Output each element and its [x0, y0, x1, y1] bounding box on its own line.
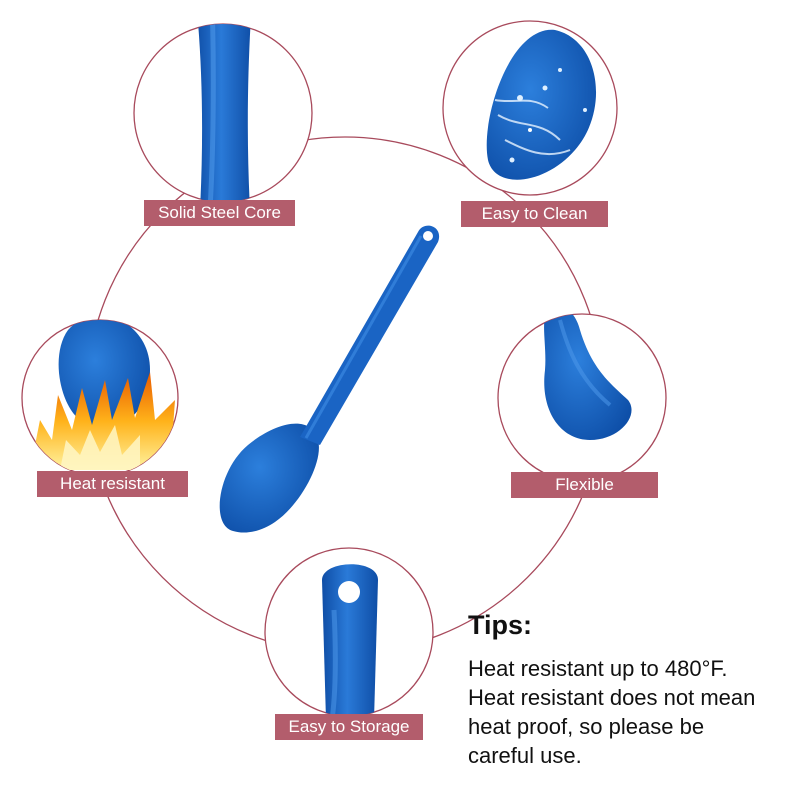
label-flexible: Flexible — [511, 472, 658, 498]
label-heat-resistant: Heat resistant — [37, 471, 188, 497]
spoon-handle-closeup-icon — [196, 24, 252, 202]
tips-line: careful use. — [468, 743, 582, 768]
center-spoon-illustration — [219, 225, 440, 533]
tips-title: Tips: — [468, 610, 533, 640]
label-easy-to-storage: Easy to Storage — [275, 714, 423, 740]
bent-spoon-head-icon — [544, 314, 632, 440]
feature-flexible — [497, 313, 667, 483]
handle-with-hanging-hole-icon — [322, 564, 378, 716]
label-solid-steel-core: Solid Steel Core — [144, 200, 295, 226]
feature-easy-to-clean — [442, 20, 618, 196]
feature-easy-to-storage — [264, 547, 434, 717]
tips-line: heat proof, so please be — [468, 714, 705, 739]
spoon-head-in-flames-icon — [30, 320, 175, 470]
tips-line: Heat resistant up to 480°F. — [468, 656, 728, 681]
tips-body: Heat resistant up to 480°F. Heat resista… — [468, 654, 798, 770]
tips-line: Heat resistant does not mean — [468, 685, 756, 710]
label-easy-to-clean: Easy to Clean — [461, 201, 608, 227]
spoon-head-with-water-splash-icon — [486, 29, 597, 180]
feature-solid-steel-core — [133, 23, 313, 203]
feature-heat-resistant — [21, 319, 179, 477]
